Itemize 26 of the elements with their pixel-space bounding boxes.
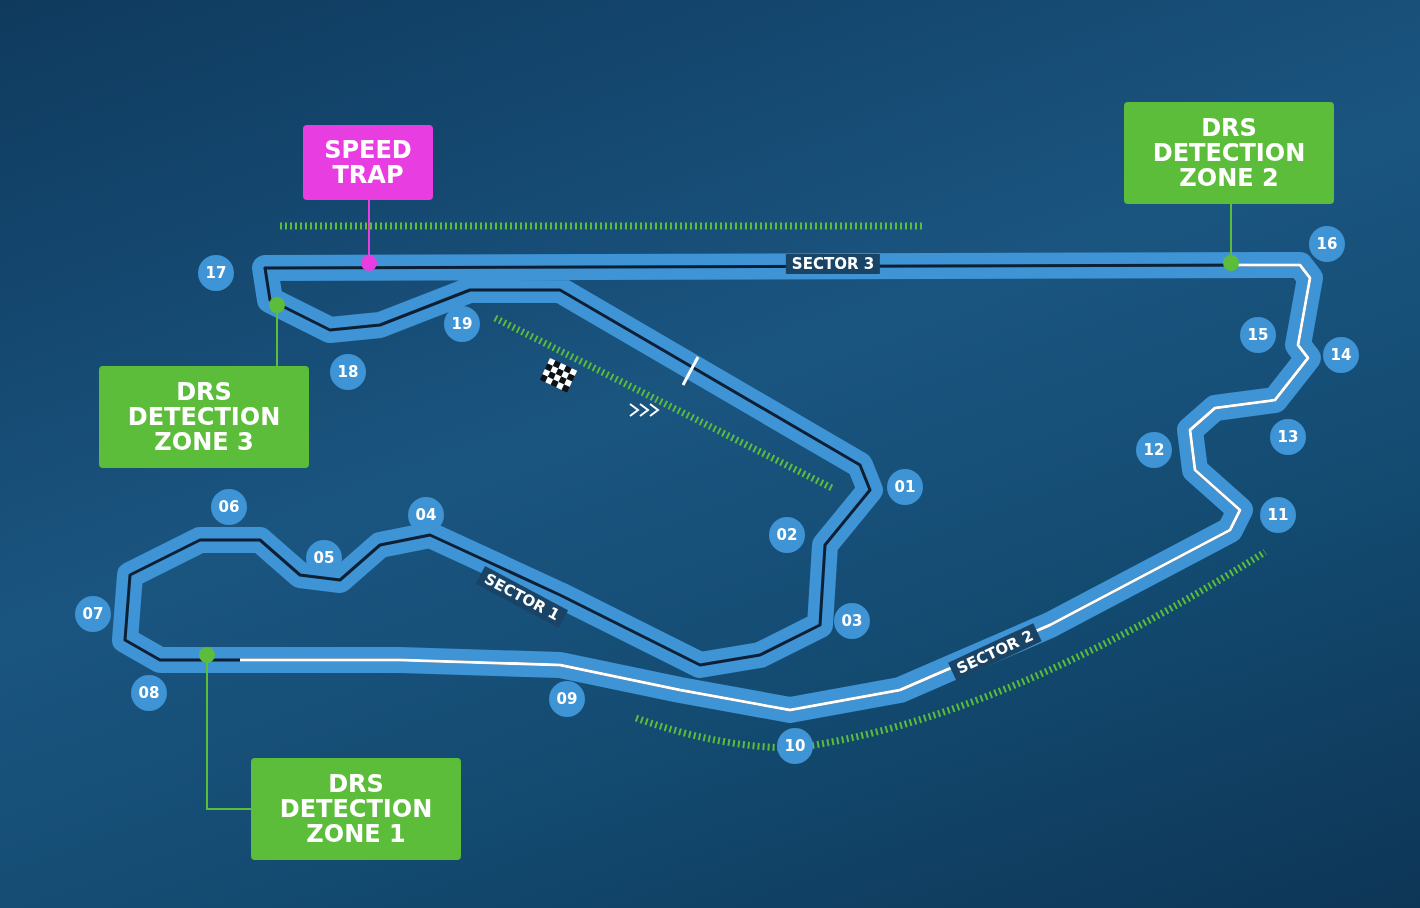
- sector-label: SECTOR 3: [785, 254, 881, 274]
- leader-line: [206, 662, 252, 810]
- drs-zone-box: DRS DETECTION ZONE 1: [251, 758, 461, 860]
- turn-number: 06: [211, 489, 247, 525]
- leader-line: [368, 199, 370, 256]
- turn-number: 11: [1260, 497, 1296, 533]
- turn-number: 17: [198, 255, 234, 291]
- turn-number: 12: [1136, 432, 1172, 468]
- leader-line: [1230, 203, 1232, 256]
- turn-number: 07: [75, 596, 111, 632]
- turn-number: 08: [131, 675, 167, 711]
- turn-number: 03: [834, 603, 870, 639]
- turn-number: 18: [330, 354, 366, 390]
- turn-number: 02: [769, 517, 805, 553]
- speed-trap-box: SPEED TRAP: [303, 125, 433, 200]
- drs-zone-box: DRS DETECTION ZONE 2: [1124, 102, 1334, 204]
- turn-number: 05: [306, 540, 342, 576]
- turn-number: 01: [887, 469, 923, 505]
- turn-number: 15: [1240, 317, 1276, 353]
- turn-number: 09: [549, 681, 585, 717]
- turn-number: 10: [777, 728, 813, 764]
- turn-number: 14: [1323, 337, 1359, 373]
- turn-number: 13: [1270, 419, 1306, 455]
- turn-number: 16: [1309, 226, 1345, 262]
- drs-zone-box: DRS DETECTION ZONE 3: [99, 366, 309, 468]
- turn-number: 19: [444, 306, 480, 342]
